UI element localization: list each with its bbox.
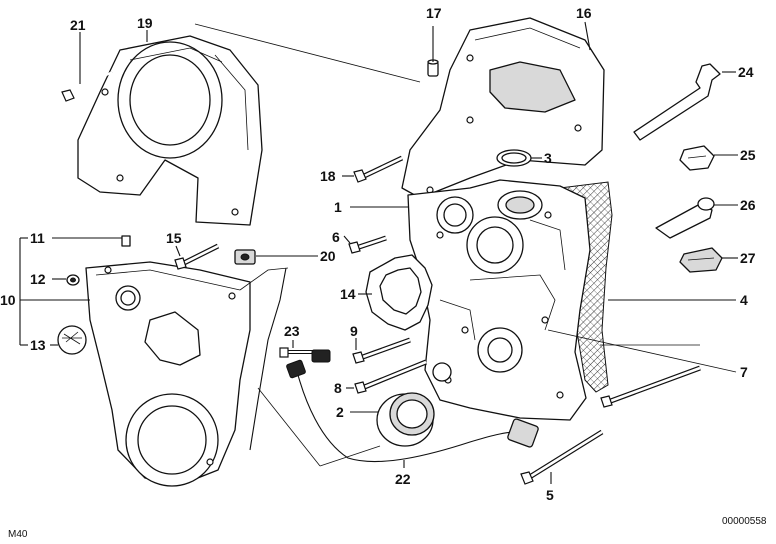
callout-23: 23 <box>284 323 300 339</box>
part-7-bolt <box>600 365 701 408</box>
part-25-clip <box>679 145 715 171</box>
upper-rear-timing-cover <box>77 35 263 226</box>
callout-labels: 21 19 17 16 24 3 25 18 1 26 11 15 6 20 2… <box>0 5 756 503</box>
callout-4: 4 <box>740 292 748 308</box>
part-14-gasket <box>365 254 433 331</box>
part-26-bracket <box>655 197 715 239</box>
callout-21: 21 <box>70 17 86 33</box>
callout-12: 12 <box>30 271 46 287</box>
part-3-seal-ring <box>496 149 532 167</box>
callout-7: 7 <box>740 364 748 380</box>
model-code: M40 <box>8 529 28 540</box>
part-12-nut <box>66 274 80 286</box>
callout-16: 16 <box>576 5 592 21</box>
part-11-clip <box>121 235 131 247</box>
part-13-grommet <box>57 325 87 355</box>
part-8-bolt <box>354 359 427 394</box>
part-5-bolt <box>520 429 604 485</box>
callout-25: 25 <box>740 147 756 163</box>
callout-20: 20 <box>320 248 336 264</box>
callout-22: 22 <box>395 471 411 487</box>
lower-timing-cover <box>85 261 289 487</box>
callout-8: 8 <box>334 380 342 396</box>
callout-19: 19 <box>137 15 153 31</box>
part-17-sleeve <box>427 59 439 77</box>
callout-26: 26 <box>740 197 756 213</box>
callout-24: 24 <box>738 64 754 80</box>
callout-2: 2 <box>336 404 344 420</box>
callout-27: 27 <box>740 250 756 266</box>
callout-5: 5 <box>546 487 554 503</box>
part-15-bolt <box>174 243 220 270</box>
part-2-shaft-seal <box>376 392 435 447</box>
part-6-bolt <box>348 235 387 254</box>
callout-1: 1 <box>334 199 342 215</box>
part-9-bolt <box>352 337 411 364</box>
part-24-bracket <box>633 63 721 141</box>
part-23-bolt <box>279 347 331 363</box>
callout-17: 17 <box>426 5 442 21</box>
part-18-bolt <box>353 155 404 183</box>
callout-14: 14 <box>340 286 356 302</box>
callout-10: 10 <box>0 292 16 308</box>
callout-11: 11 <box>30 230 45 246</box>
callout-3: 3 <box>544 150 552 166</box>
leader-lines <box>19 21 738 484</box>
upper-front-timing-cover <box>401 17 605 199</box>
callout-18: 18 <box>320 168 336 184</box>
callout-6: 6 <box>332 229 340 245</box>
callout-13: 13 <box>30 337 46 353</box>
callout-15: 15 <box>166 230 182 246</box>
part-21-bolt <box>61 71 113 102</box>
main-timing-case <box>407 179 613 421</box>
diagram-number: 00000558 <box>722 516 767 527</box>
part-20-clip <box>234 249 256 265</box>
part-22-sensor-cable <box>286 359 539 463</box>
part-27-clip <box>679 247 723 273</box>
callout-9: 9 <box>350 323 358 339</box>
